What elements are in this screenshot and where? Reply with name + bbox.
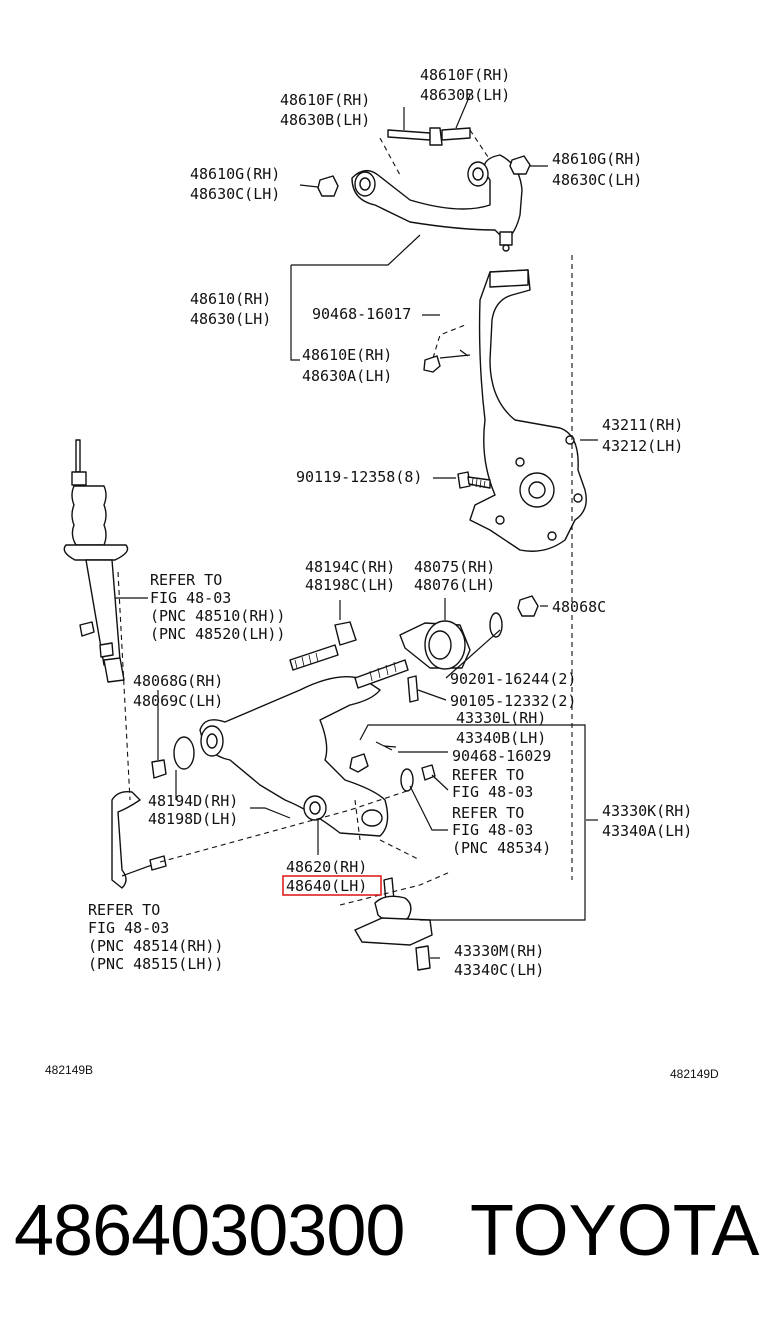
label-48640-lh: 48640(LH) bbox=[286, 877, 367, 895]
label-48194D-rh: 48194D(RH) bbox=[148, 792, 238, 810]
label-90105-12332: 90105-12332(2) bbox=[450, 692, 576, 710]
label-pnc-48515: (PNC 48515(LH)) bbox=[88, 955, 223, 973]
label-43340C-lh: 43340C(LH) bbox=[454, 961, 544, 979]
ball-joint bbox=[349, 741, 436, 971]
label-48610F-rh-top: 48610F(RH) bbox=[420, 66, 510, 84]
label-48630-lh: 48630(LH) bbox=[190, 310, 271, 328]
label-fig-2: FIG 48-03 bbox=[452, 821, 533, 839]
label-48630C-lh-left: 48630C(LH) bbox=[190, 185, 280, 203]
label-90119-12358: 90119-12358(8) bbox=[296, 468, 422, 486]
part-labels: 48610F(RH) 48630B(LH) 48610F(RH) 48630B(… bbox=[45, 66, 719, 1081]
label-48620-rh: 48620(RH) bbox=[286, 858, 367, 876]
label-48630C-lh-right: 48630C(LH) bbox=[552, 171, 642, 189]
label-48630A-lh: 48630A(LH) bbox=[302, 367, 392, 385]
label-fig-1: FIG 48-03 bbox=[452, 783, 533, 801]
bushing-bracket bbox=[399, 595, 539, 703]
label-48630B-lh-top: 48630B(LH) bbox=[420, 86, 510, 104]
highlight-box-48640 bbox=[282, 875, 382, 896]
label-48069C-lh: 48069C(LH) bbox=[133, 692, 223, 710]
label-pnc-48534: (PNC 48534) bbox=[452, 839, 551, 857]
label-48068C: 48068C bbox=[552, 598, 606, 616]
label-refer-to-3: REFER TO bbox=[88, 901, 160, 919]
label-90201-16244: 90201-16244(2) bbox=[450, 670, 576, 688]
lower-control-arm bbox=[151, 621, 409, 837]
label-48610-rh: 48610(RH) bbox=[190, 290, 271, 308]
label-refer-to-shock: REFER TO bbox=[150, 571, 222, 589]
label-48630B-lh: 48630B(LH) bbox=[280, 111, 370, 129]
label-fig-shock: FIG 48-03 bbox=[150, 589, 231, 607]
label-43330K-rh: 43330K(RH) bbox=[602, 802, 692, 820]
steering-knuckle bbox=[457, 269, 587, 552]
label-48610E-rh: 48610E(RH) bbox=[302, 346, 392, 364]
upper-control-arm bbox=[317, 127, 531, 252]
label-pnc-48510: (PNC 48510(RH)) bbox=[150, 607, 285, 625]
label-43340A-lh: 43340A(LH) bbox=[602, 822, 692, 840]
label-fig-3: FIG 48-03 bbox=[88, 919, 169, 937]
part-number: 4864030300 bbox=[14, 1191, 405, 1271]
label-43330M-rh: 43330M(RH) bbox=[454, 942, 544, 960]
label-48610F-rh: 48610F(RH) bbox=[280, 91, 370, 109]
label-43340B-lh: 43340B(LH) bbox=[456, 729, 546, 747]
label-90468-16029: 90468-16029 bbox=[452, 747, 551, 765]
label-48198D-lh: 48198D(LH) bbox=[148, 810, 238, 828]
label-48075-rh: 48075(RH) bbox=[414, 558, 495, 576]
label-refer-to-1: REFER TO bbox=[452, 766, 524, 784]
label-48194C-rh: 48194C(RH) bbox=[305, 558, 395, 576]
label-43330L-rh: 43330L(RH) bbox=[456, 709, 546, 727]
label-48198C-lh: 48198C(LH) bbox=[305, 576, 395, 594]
bracket-clip bbox=[423, 324, 471, 373]
label-90468-16017: 90468-16017 bbox=[312, 305, 411, 323]
label-48610G-rh-right: 48610G(RH) bbox=[552, 150, 642, 168]
leader-lines bbox=[115, 94, 598, 959]
label-48610G-rh-left: 48610G(RH) bbox=[190, 165, 280, 183]
label-48076-lh: 48076(LH) bbox=[414, 576, 495, 594]
label-48068G-rh: 48068G(RH) bbox=[133, 672, 223, 690]
label-refer-to-2: REFER TO bbox=[452, 804, 524, 822]
brand-name: TOYOTA bbox=[470, 1191, 760, 1271]
stabilizer-link bbox=[111, 790, 167, 889]
figure-code-left: 482149B bbox=[45, 1063, 93, 1077]
label-pnc-48514: (PNC 48514(RH)) bbox=[88, 937, 223, 955]
shock-absorber bbox=[63, 439, 129, 683]
label-43212-lh: 43212(LH) bbox=[602, 437, 683, 455]
label-pnc-48520: (PNC 48520(LH)) bbox=[150, 625, 285, 643]
label-43211-rh: 43211(RH) bbox=[602, 416, 683, 434]
figure-code-right: 482149D bbox=[670, 1067, 719, 1081]
